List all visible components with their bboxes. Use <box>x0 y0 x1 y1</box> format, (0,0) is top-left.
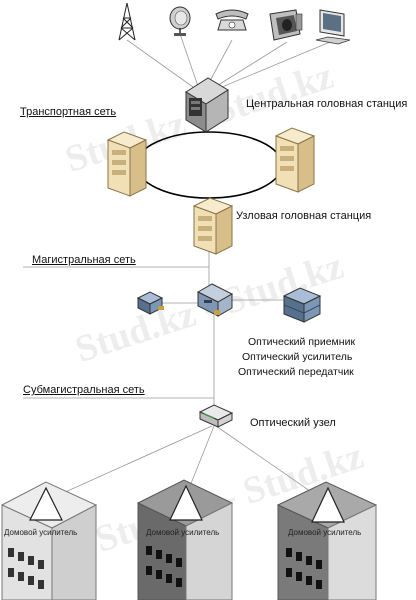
label-house-amp: Домовой усилитель <box>288 528 362 537</box>
apartment-building-icon <box>0 481 98 600</box>
label-trunk-net: Магистральная сеть <box>32 254 136 266</box>
label-optical-amplifier: Оптический усилитель <box>242 351 353 363</box>
label-subtrunk-net: Субмагистральная сеть <box>23 384 145 396</box>
server-cabinet-icon <box>192 197 234 255</box>
label-central-headend: Центральная головная станция <box>246 98 408 110</box>
label-optical-node: Оптический узел <box>250 417 336 429</box>
optical-transmitter-icon <box>282 287 322 323</box>
apartment-building-icon <box>136 479 234 600</box>
apartment-building-icon <box>276 481 378 600</box>
optical-receiver-icon <box>136 291 164 315</box>
video-camera-icon <box>269 9 303 41</box>
label-transport-net: Транспортная сеть <box>20 106 117 118</box>
label-optical-receiver: Оптический приемник <box>248 336 356 348</box>
label-house-amp: Домовой усилитель <box>4 528 78 537</box>
label-optical-transmitter: Оптический передатчик <box>238 366 354 378</box>
antenna-tower-icon <box>118 2 136 41</box>
server-rack-icon <box>185 77 229 133</box>
computer-monitor-icon <box>315 9 351 45</box>
label-house-amp: Домовой усилитель <box>146 528 220 537</box>
server-cabinet-icon <box>274 127 316 193</box>
label-node-headend: Узловая головная станция <box>236 210 372 222</box>
server-cabinet-icon <box>106 131 148 197</box>
optical-node-icon <box>198 404 234 428</box>
satellite-dish-icon <box>169 6 191 36</box>
transport-ring <box>135 131 283 199</box>
telephone-icon <box>215 9 249 31</box>
optical-amplifier-icon <box>196 283 234 317</box>
